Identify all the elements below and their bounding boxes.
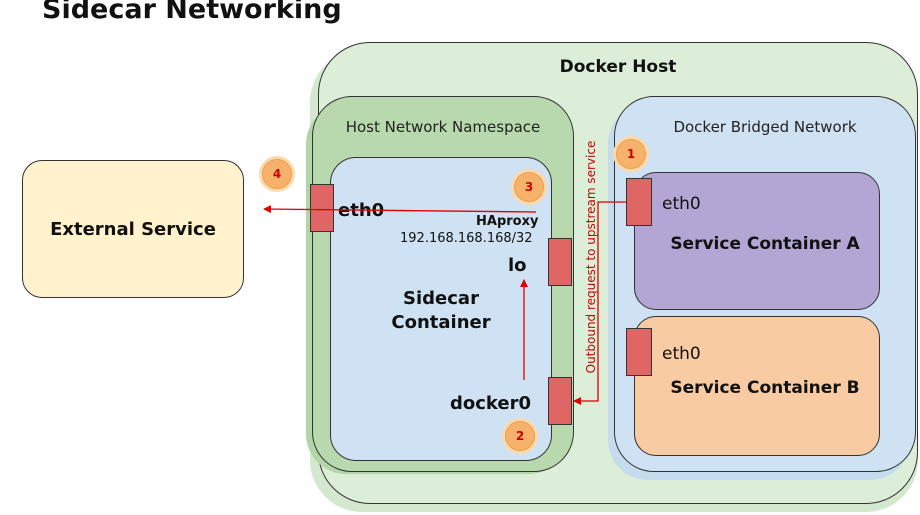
docker0-port — [548, 377, 572, 425]
service-container-b-box — [634, 316, 880, 456]
service-a-label: Service Container A — [670, 234, 860, 254]
external-service-box — [22, 160, 244, 298]
sidecar-label-line2: Container — [391, 312, 491, 333]
service-b-label: Service Container B — [670, 378, 860, 398]
haproxy-label: HAproxy — [476, 214, 539, 229]
service-b-eth0-port — [626, 328, 652, 376]
docker-host-label: Docker Host — [559, 57, 677, 77]
step-badge-1: 1 — [616, 139, 646, 169]
arrow-service-a-to-docker0 — [573, 201, 626, 405]
step-badge-2: 2 — [505, 421, 535, 451]
service-a-eth0-label: eth0 — [662, 194, 701, 214]
sidecar-eth0-port — [310, 184, 334, 232]
sidecar-label-line1: Sidecar — [403, 288, 479, 309]
service-b-eth0-label: eth0 — [662, 344, 701, 364]
lo-label: lo — [508, 255, 527, 276]
haproxy-ip-label: 192.168.168.168/32 — [400, 231, 533, 246]
docker0-label: docker0 — [450, 393, 532, 414]
page-title: Sidecar Networking — [42, 0, 342, 25]
external-service-label: External Service — [50, 219, 216, 240]
lo-port — [548, 238, 572, 286]
service-a-eth0-port — [626, 178, 652, 226]
step-badge-3: 3 — [514, 172, 544, 202]
sidecar-container-box — [330, 157, 552, 461]
host-namespace-label: Host Network Namespace — [345, 118, 541, 136]
step-badge-4: 4 — [262, 159, 292, 189]
arrow-haproxy-to-external — [263, 205, 537, 214]
bridged-network-label: Docker Bridged Network — [673, 118, 857, 136]
service-container-a-box — [634, 172, 880, 310]
